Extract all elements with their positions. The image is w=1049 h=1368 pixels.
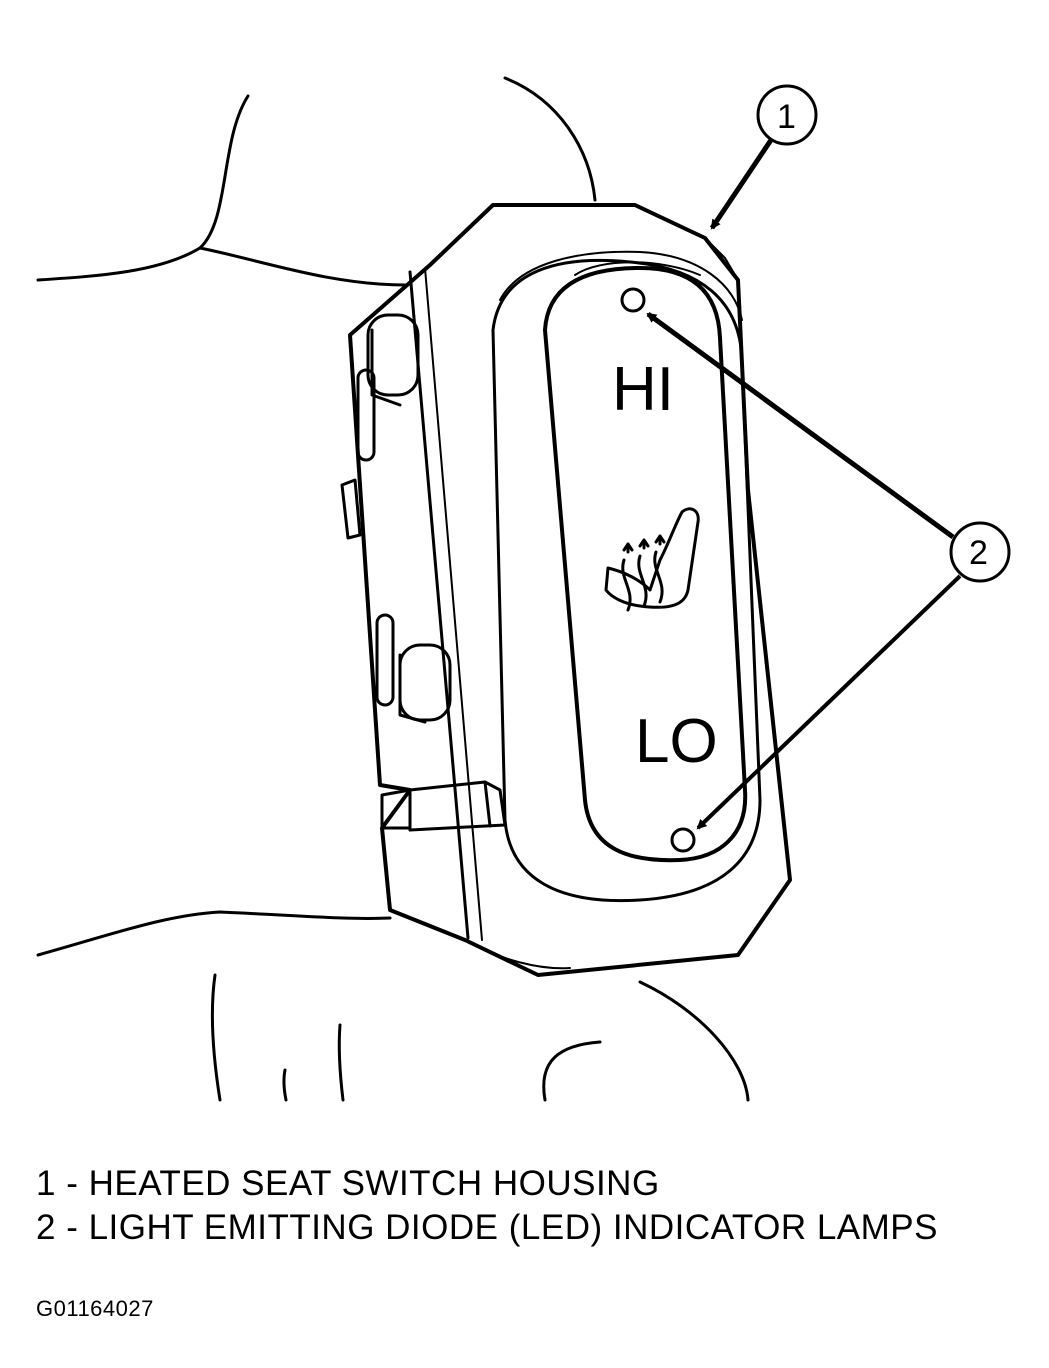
figure-id: G01164027 <box>36 1296 154 1321</box>
led-indicator-lo <box>670 827 696 853</box>
seat-heater-icon <box>604 507 700 612</box>
legend: 1 - HEATED SEAT SWITCH HOUSING 2 - LIGHT… <box>36 1162 938 1250</box>
legend-item-1: 1 - HEATED SEAT SWITCH HOUSING <box>36 1164 660 1203</box>
heated-seat-switch-diagram: HI LO 1 2 <box>36 76 1011 1102</box>
callout-1-number: 1 <box>777 98 796 136</box>
led-indicator-hi <box>620 287 646 313</box>
callout-2-number: 2 <box>969 534 988 572</box>
legend-item-2: 2 - LIGHT EMITTING DIODE (LED) INDICATOR… <box>36 1208 938 1247</box>
callout-2-arrow-lower <box>696 574 962 830</box>
callout-2: 2 <box>646 311 1011 830</box>
callout-1: 1 <box>709 84 818 230</box>
switch-housing <box>340 203 792 977</box>
callout-2-circle <box>949 521 1011 583</box>
hi-label: HI <box>612 355 674 424</box>
callout-2-arrow-upper <box>646 311 955 540</box>
callout-1-circle <box>756 84 818 146</box>
callout-1-arrow <box>709 138 774 230</box>
seat-trim-outline <box>36 76 750 1102</box>
lo-label: LO <box>635 707 718 776</box>
